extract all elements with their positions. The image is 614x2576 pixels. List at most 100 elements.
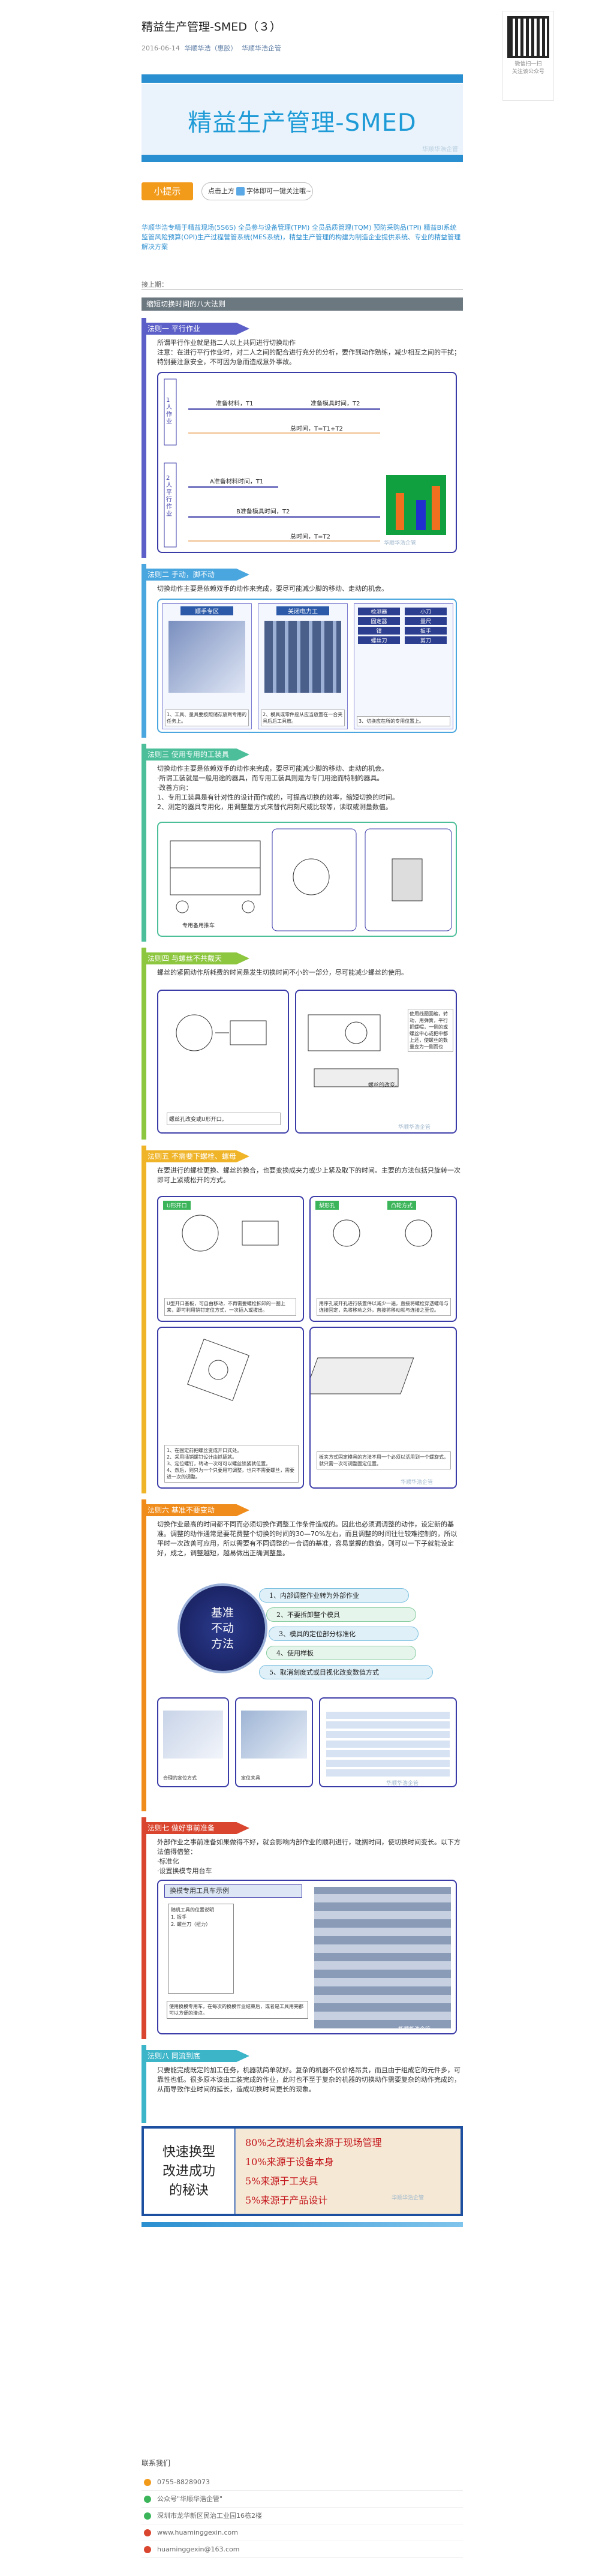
tool-cart-title: 换模专用工具车示例 bbox=[164, 1884, 302, 1898]
contact-phone-text: 0755-88289073 bbox=[157, 2478, 210, 2486]
follow-button[interactable]: 点击上方字体即可一键关注哦~ bbox=[201, 182, 313, 200]
email-icon bbox=[144, 2546, 151, 2553]
rule-1-diagram: 1人作业 2人平行作业 准备材料，T1 准备模具时间，T2 总时间，T=T1+T… bbox=[157, 372, 457, 553]
gauge-image bbox=[326, 1711, 450, 1777]
rule-5-caption-4: 板夹方式固定模具的方法不用一个必须以活用到一个螺旋式，就只需一次可调整固定位置。 bbox=[317, 1451, 451, 1469]
rule-5-caption-3: 1、在固定前把螺丝变成开口式处。 2、采用插销螺钉设计由抓插就。 3、定位螺钉，… bbox=[164, 1445, 299, 1483]
rule-5-panel-1: U形开口 U型开口基板，可自由移动，不再需要螺栓拆卸的一圈上来，即可利用销钉定位… bbox=[157, 1196, 304, 1322]
caption-2: 2、模具或零件座从应当放置在一合夹具后后工具放。 bbox=[261, 710, 345, 726]
rule-6-stripe bbox=[142, 1499, 146, 1811]
contact-email-text: huaminggexin@163.com bbox=[157, 2545, 240, 2553]
watermark: 华顺华浩企管 bbox=[398, 1125, 431, 1131]
continued-label: 接上期： bbox=[142, 281, 168, 288]
caption-1: 1、工具、量具要按照储存放到专用的任务上。 bbox=[165, 710, 249, 726]
tool-location-card: 随机工具的位置说明 1. 扳手 2. 螺丝刀（扭力） bbox=[168, 1904, 234, 1994]
contact-wechat: 公众号"华顺华浩企管" bbox=[142, 2491, 463, 2508]
task-b2-label: B准备模具时间，T2 bbox=[236, 509, 290, 515]
rule-4-section: 法则四 与螺丝不共戴天 螺丝的紧固动作所耗费的时间是发生切换时间不小的一部分，尽… bbox=[142, 948, 463, 1140]
rule-5-stripe bbox=[142, 1146, 146, 1493]
rule-1-stripe bbox=[142, 318, 146, 558]
rule-2-heading: 法则二 手动，脚不动 bbox=[142, 569, 249, 581]
step-2: 2、不要拆卸整个模具 bbox=[266, 1607, 416, 1622]
caption-3: 3、切换应在所的专用位置上。 bbox=[357, 716, 450, 726]
tag-pear-hole: 梨形孔 bbox=[315, 1201, 339, 1210]
qr-caption-2: 关注该公众号 bbox=[511, 69, 544, 75]
tool-cart-caption: 专用备用推车 bbox=[182, 923, 215, 929]
tag-cam: 凸轮方式 bbox=[387, 1201, 417, 1210]
total-2-label: 总时间，T=T2 bbox=[290, 534, 330, 540]
qr-panel: 微信扫一扫 关注该公众号 bbox=[502, 11, 554, 101]
phone-icon bbox=[144, 2479, 151, 2486]
summary-left-text: 快速换型 改进成功 的秘诀 bbox=[144, 2143, 234, 2201]
panel-board-photo: 关闭电力工 2、模具或零件座从应当放置在一合夹具后后工具放。 bbox=[258, 603, 348, 729]
tool-label: 检测器 bbox=[358, 608, 400, 615]
contact-footer: 联系我们 0755-88289073 公众号"华顺华浩企管" 深圳市龙华新区民治… bbox=[142, 2458, 463, 2558]
account-link[interactable]: 华顺华浩企管 bbox=[241, 44, 281, 52]
rule-2-body: 切换动作主要是依赖双手的动作来完成，要尽可能减少脚的移动、走动的机会。 bbox=[157, 585, 388, 593]
qr-code-image bbox=[507, 16, 549, 58]
tag-u-slot: U形开口 bbox=[163, 1201, 191, 1210]
rule-5-caption-1: U型开口基板，可自由移动，不再需要螺栓拆卸的一圈上来，即可利用销钉定位方式，一次… bbox=[164, 1298, 296, 1316]
rule-4-heading: 法则四 与螺丝不共戴天 bbox=[142, 952, 249, 964]
rule-3-heading: 法则三 使用专用的工装具 bbox=[142, 749, 249, 761]
rule-4-caption-1: 螺丝孔改变或U形开口。 bbox=[167, 1113, 281, 1125]
summary-bottom-bar bbox=[142, 2222, 463, 2227]
summary-item-3: 5%来源于工夹具 bbox=[245, 2175, 318, 2187]
rule-3-body: 切换动作主要是依赖双手的动作来完成，要尽可能减少脚的移动、走动的机会。 ·所谓工… bbox=[157, 765, 399, 811]
rule-7-section: 法则七 做好事前准备 外部作业之事前准备如果做得不好，就会影响内部作业的顺利进行… bbox=[142, 1817, 463, 2039]
clamp-drawing bbox=[308, 1014, 399, 1087]
task-b-label: 准备模具时间，T2 bbox=[311, 401, 360, 407]
contact-address-text: 深圳市龙华新区民治工业园16栋2楼 bbox=[157, 2512, 262, 2520]
banner: 精益生产管理-SMED 华顺华浩企管 bbox=[142, 66, 463, 173]
summary-item-4: 5%来源于产品设计 bbox=[245, 2195, 328, 2206]
jig-image bbox=[241, 1711, 307, 1759]
web-icon bbox=[144, 2529, 151, 2536]
author-link[interactable]: 华顺华浩（惠胶） bbox=[184, 44, 237, 52]
rule-6-photo-3: 华顺华浩企管 bbox=[319, 1697, 457, 1787]
rule-3-panel: 专用备用推车 bbox=[157, 822, 457, 937]
article-meta: 2016-06-14 华顺华浩（惠胶） 华顺华浩企管 bbox=[142, 43, 281, 53]
summary-line-2: 改进成功 bbox=[162, 2164, 215, 2179]
tool-board-image bbox=[264, 621, 341, 693]
summary-line-3: 的秘诀 bbox=[168, 2183, 209, 2198]
rule-1-body: 所谓平行作业就是指二人以上共同进行切换动作 注意：在进行平行作业时，对二人之间的… bbox=[157, 339, 460, 366]
rule-5-panel-2: 梨形孔 凸轮方式 用序孔或开孔进行装置件以减少一遍，直接将螺栓穿透螺母与连接固定… bbox=[309, 1196, 457, 1322]
rule-2-panel: 顺手专区 1、工具、量具要按照储存放到专用的任务上。 关闭电力工 2、模具或零件… bbox=[157, 599, 457, 733]
tool-label: 固定器 bbox=[358, 617, 400, 625]
account-name-icon bbox=[236, 187, 245, 196]
panel-title-2: 关闭电力工 bbox=[276, 606, 329, 615]
circle-line-3: 方法 bbox=[210, 1637, 234, 1651]
rule-7-panel: 换模专用工具车示例 随机工具的位置说明 1. 扳手 2. 螺丝刀（扭力） 使用换… bbox=[157, 1880, 457, 2034]
article-date: 2016-06-14 bbox=[142, 44, 180, 52]
contact-wechat-text: 公众号"华顺华浩企管" bbox=[157, 2495, 223, 2503]
rule-6-heading: 法则六 基准不要变动 bbox=[142, 1504, 249, 1516]
watermark: 华顺华浩企管 bbox=[386, 1781, 419, 1787]
tool-rack-image bbox=[168, 621, 245, 693]
tool-label: 剪刀 bbox=[405, 636, 447, 644]
summary-right: 80%之改进机会来源于现场管理 10%来源于设备本身 5%来源于工夹具 5%来源… bbox=[234, 2129, 460, 2214]
summary-item-1: 80%之改进机会来源于现场管理 bbox=[245, 2137, 382, 2148]
rule-8-heading: 法则八 同流到底 bbox=[142, 2050, 249, 2062]
contact-web[interactable]: www.huaminggexin.com bbox=[142, 2524, 463, 2541]
positioning-image bbox=[163, 1711, 223, 1759]
banner-top-bar bbox=[142, 74, 463, 83]
watermark: 华顺华浩企管 bbox=[392, 2195, 425, 2201]
contact-heading: 联系我们 bbox=[142, 2459, 171, 2467]
plate-clamp-drawing bbox=[304, 1357, 414, 1394]
step-5: 5、取消刻度式或目视化改变数值方式 bbox=[259, 1665, 433, 1679]
row1-label: 1人作业 bbox=[166, 397, 172, 425]
banner-watermark: 华顺华浩企管 bbox=[422, 146, 458, 153]
rule-8-section: 法则八 同流到底 只要能完成既定的加工任务，机器就简单就好。复杂的机器不仅价格昂… bbox=[142, 2045, 463, 2123]
panel-title-1: 顺手专区 bbox=[180, 606, 233, 615]
tip-text-after: 字体即可一键关注哦~ bbox=[246, 187, 312, 195]
rule-4-stripe bbox=[142, 948, 146, 1140]
rule-7-body: 外部作业之事前准备如果做得不好，就会影响内部作业的顺利进行，耽搁时间，使切换时间… bbox=[157, 1838, 460, 1856]
rule-2-section: 法则二 手动，脚不动 切换动作主要是依赖双手的动作来完成，要尽可能减少脚的移动、… bbox=[142, 564, 463, 738]
watermark: 华顺华浩企管 bbox=[384, 540, 417, 546]
contact-email[interactable]: huaminggexin@163.com bbox=[142, 2541, 463, 2558]
tool-label: 扳手 bbox=[405, 627, 447, 635]
tool-label-column-left: 检测器 固定器 钳 螺丝刀 bbox=[358, 608, 400, 646]
task-a2-label: A准备材料时间，T1 bbox=[210, 479, 264, 485]
tool-labels-chart: 检测器 固定器 钳 螺丝刀 小刀 量尺 扳手 剪刀 3、切换应在所的专用位置上。 bbox=[354, 603, 453, 729]
rule-5-body: 在要进行的螺栓更换、螺丝的换合，也要变换成夹力或少上紧及取下的时间。主要的方法包… bbox=[157, 1167, 460, 1184]
